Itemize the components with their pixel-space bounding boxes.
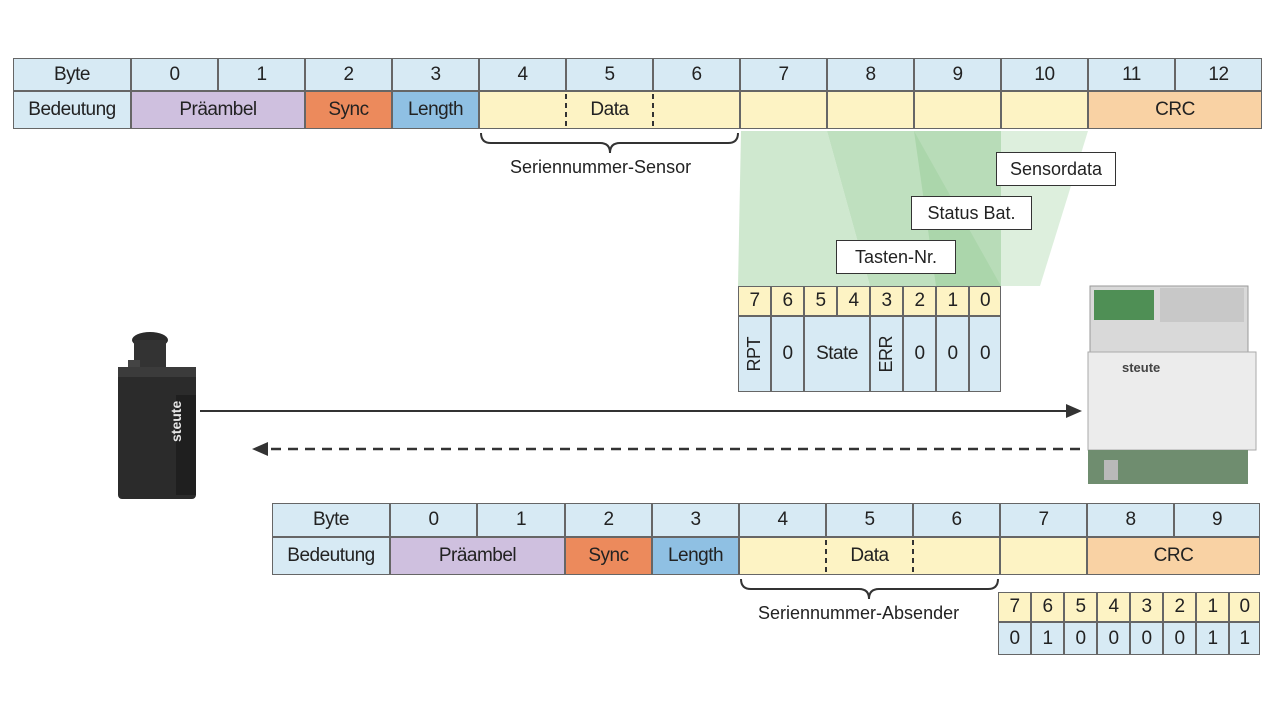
top-byte-8: 8 <box>827 58 914 91</box>
bottom-bit-header-1: 1 <box>1196 592 1229 622</box>
bottom-bit-header-7: 7 <box>998 592 1031 622</box>
bottom-byte-3: 3 <box>652 503 739 537</box>
bottom-brace-label: Seriennummer-Absender <box>758 603 960 623</box>
sensor-brand-logo: steute <box>168 400 184 442</box>
top-field-length: Length <box>392 91 479 129</box>
bottom-serial-brace <box>740 578 999 600</box>
top-bit-header-6: 6 <box>771 286 804 316</box>
bottom-field-length: Length <box>652 537 739 575</box>
top-byte-4: 4 <box>479 58 566 91</box>
bottom-bit-header-4: 4 <box>1097 592 1130 622</box>
bottom-bit-header-3: 3 <box>1130 592 1163 622</box>
top-byte-10: 10 <box>1001 58 1088 91</box>
bottom-bit-7-value: 0 <box>998 622 1031 655</box>
top-byte-7: 7 <box>740 58 827 91</box>
bottom-bit-2-value: 0 <box>1163 622 1196 655</box>
top-field-preamble: Präambel <box>131 91 305 129</box>
top-byte-11: 11 <box>1088 58 1175 91</box>
request-arrow-head <box>1066 404 1082 418</box>
top-bit-2-value: 0 <box>903 316 936 392</box>
bottom-bit-header-6: 6 <box>1031 592 1064 622</box>
bottom-bit-5-value: 0 <box>1064 622 1097 655</box>
bottom-byte-7: 7 <box>1000 503 1087 537</box>
top-brace-label: Seriennummer-Sensor <box>510 157 692 177</box>
bottom-byte-9: 9 <box>1174 503 1260 537</box>
bottom-bit-1-value: 1 <box>1196 622 1229 655</box>
bottom-meaning-row-label: Bedeutung <box>272 537 390 575</box>
top-field-byte9 <box>914 91 1001 129</box>
top-bit-header-5: 5 <box>804 286 837 316</box>
top-bit-err: ERR <box>870 316 903 392</box>
bottom-bit-3-value: 0 <box>1130 622 1163 655</box>
bottom-byte-8: 8 <box>1087 503 1174 537</box>
top-bit-1-value: 0 <box>936 316 969 392</box>
top-bit-header-7: 7 <box>738 286 771 316</box>
position-switch-device <box>118 332 196 499</box>
top-bit-header-2: 2 <box>903 286 936 316</box>
bottom-field-data: Data <box>739 537 1000 575</box>
top-bit-rpt: RPT <box>738 316 771 392</box>
top-field-crc: CRC <box>1088 91 1262 129</box>
bottom-field-byte7 <box>1000 537 1087 575</box>
bottom-field-crc: CRC <box>1087 537 1260 575</box>
bottom-bit-6-value: 1 <box>1031 622 1064 655</box>
bottom-byte-4: 4 <box>739 503 826 537</box>
top-byte-1: 1 <box>218 58 305 91</box>
top-byte-3: 3 <box>392 58 479 91</box>
callout-tasten-nr: Tasten-Nr. <box>836 240 956 274</box>
top-bit-header-3: 3 <box>870 286 903 316</box>
bottom-byte-2: 2 <box>565 503 652 537</box>
top-byte-5: 5 <box>566 58 653 91</box>
top-bit-header-1: 1 <box>936 286 969 316</box>
top-byte-12: 12 <box>1175 58 1262 91</box>
bottom-byte-0: 0 <box>390 503 477 537</box>
top-meaning-row-label: Bedeutung <box>13 91 131 129</box>
bottom-bit-4-value: 0 <box>1097 622 1130 655</box>
receiver-brand-logo: steute <box>1122 360 1161 375</box>
response-arrow-head <box>252 442 268 456</box>
callout-sensordata: Sensordata <box>996 152 1116 186</box>
top-serial-brace <box>480 132 739 154</box>
top-bit-header-4: 4 <box>837 286 870 316</box>
bottom-byte-1: 1 <box>477 503 565 537</box>
bottom-byte-5: 5 <box>826 503 913 537</box>
top-field-byte7 <box>740 91 827 129</box>
top-bit-0-value: 0 <box>969 316 1001 392</box>
top-byte-6: 6 <box>653 58 740 91</box>
top-byte-2: 2 <box>305 58 392 91</box>
bottom-bit-header-2: 2 <box>1163 592 1196 622</box>
bottom-bit-0-value: 1 <box>1229 622 1260 655</box>
bottom-byte-6: 6 <box>913 503 1000 537</box>
top-bit-state: State <box>804 316 870 392</box>
top-byte-row-label: Byte <box>13 58 131 91</box>
top-byte-9: 9 <box>914 58 1001 91</box>
top-field-byte8 <box>827 91 914 129</box>
top-bit-6-value: 0 <box>771 316 804 392</box>
top-field-sync: Sync <box>305 91 392 129</box>
bottom-byte-row-label: Byte <box>272 503 390 537</box>
bottom-bit-header-5: 5 <box>1064 592 1097 622</box>
bottom-field-preamble: Präambel <box>390 537 565 575</box>
top-field-byte10 <box>1001 91 1088 129</box>
din-rail-receiver-device <box>1087 285 1257 484</box>
top-bit-header-0: 0 <box>969 286 1001 316</box>
top-byte-0: 0 <box>131 58 218 91</box>
top-field-data: Data <box>479 91 740 129</box>
callout-status-bat: Status Bat. <box>911 196 1032 230</box>
bottom-bit-header-0: 0 <box>1229 592 1260 622</box>
bottom-field-sync: Sync <box>565 537 652 575</box>
